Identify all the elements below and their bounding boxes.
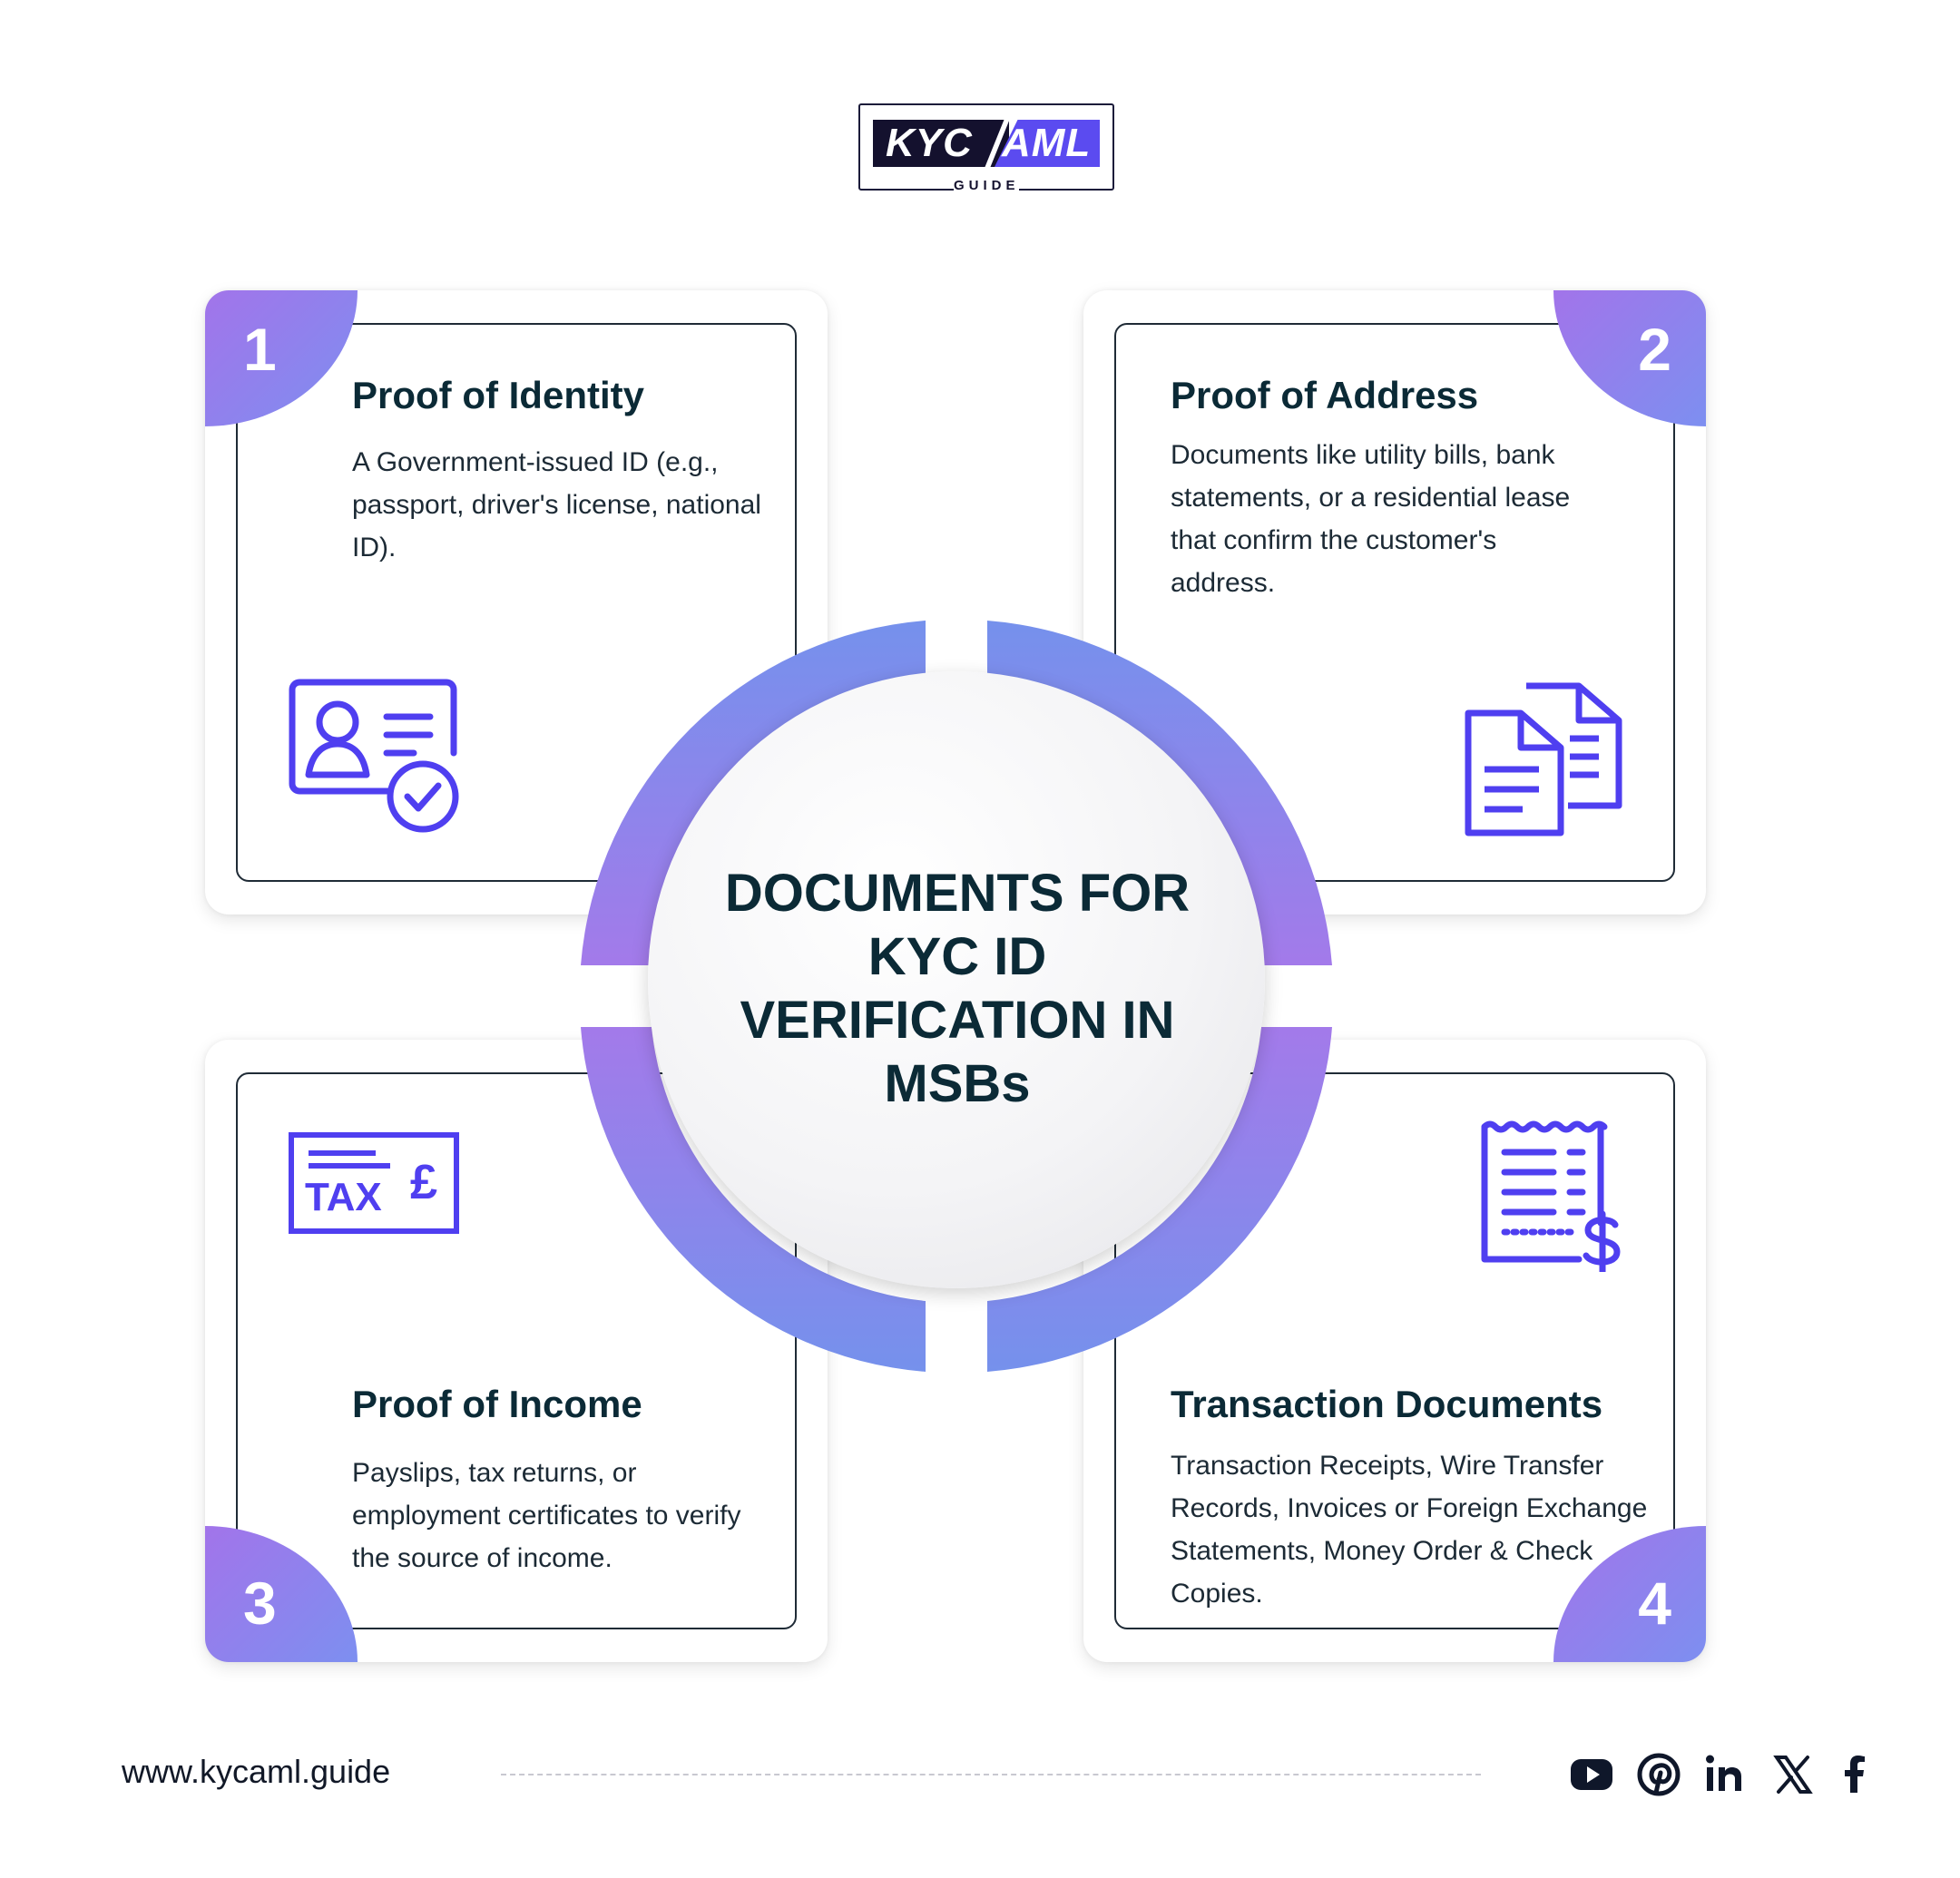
website-link[interactable]: www.kycaml.guide: [122, 1753, 391, 1790]
logo-kyc-text: KYC: [886, 121, 973, 165]
card-inner-border: [1114, 1072, 1675, 1629]
card-inner-border: [1114, 323, 1675, 882]
logo-aml-text: AML: [1002, 121, 1092, 165]
facebook-icon[interactable]: [1831, 1751, 1878, 1798]
card-description: Documents like utility bills, bank state…: [1171, 440, 1571, 598]
footer-divider: [501, 1774, 1481, 1775]
ring-segment-bottom-right: [987, 1027, 1332, 1372]
tax-line: [309, 1150, 376, 1156]
tax-pound-icon: TAX £: [289, 1132, 459, 1234]
card-inner-border: [236, 1072, 797, 1629]
tax-text: TAX: [305, 1175, 382, 1219]
card-description: Transaction Receipts, Wire Transfer Reco…: [1171, 1451, 1648, 1609]
card-title: Transaction Documents: [1171, 1383, 1603, 1425]
card-description: A Government-issued ID (e.g., passport, …: [352, 447, 761, 562]
pinterest-icon[interactable]: [1635, 1751, 1682, 1798]
card-title: Proof of Income: [352, 1383, 642, 1425]
card-inner-border: [236, 323, 797, 882]
logo-guide-text: GUIDE: [954, 178, 1020, 193]
ring-segment-bottom-left: [581, 1027, 926, 1372]
documents-icon: [1465, 682, 1622, 836]
tax-line: [309, 1163, 390, 1169]
x-icon[interactable]: [1769, 1751, 1817, 1798]
logo-dark-block: [873, 120, 1009, 167]
kycaml-logo: KYC AML GUIDE: [858, 103, 1116, 194]
card-description: Payslips, tax returns, or employment cer…: [352, 1458, 741, 1573]
card-number: 3: [243, 1570, 277, 1637]
card-title: Proof of Identity: [352, 374, 644, 416]
receipt-dollar-icon: [1481, 1120, 1621, 1272]
card-number: 4: [1638, 1570, 1671, 1637]
linkedin-icon[interactable]: [1702, 1751, 1749, 1798]
center-title: DOCUMENTS FOR KYC ID VERIFICATION IN MSB…: [724, 864, 1191, 1113]
id-card-check-icon: [289, 679, 459, 833]
card-title: Proof of Address: [1171, 374, 1479, 416]
center-disc: [648, 671, 1265, 1288]
card-number: 1: [243, 316, 277, 383]
youtube-icon[interactable]: [1568, 1751, 1615, 1798]
card-number: 2: [1638, 316, 1671, 383]
pound-sign: £: [410, 1155, 438, 1209]
